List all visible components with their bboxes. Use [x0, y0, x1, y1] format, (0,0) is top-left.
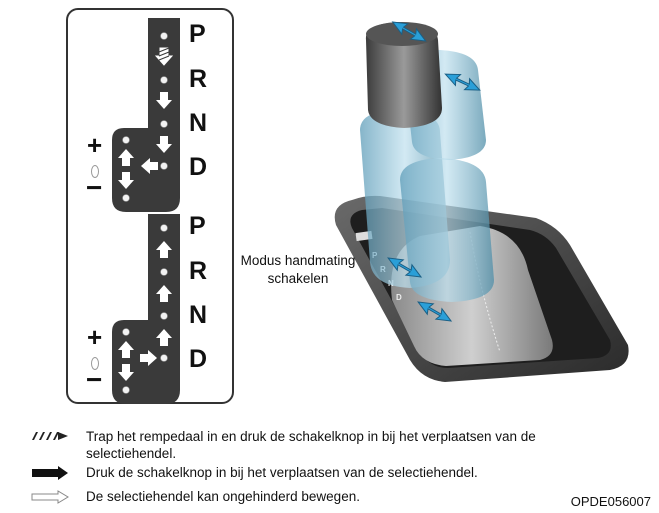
manual-down-arrow-icon [118, 172, 134, 189]
manual-up-arrow-icon [118, 341, 134, 358]
gear-knob [365, 22, 442, 128]
oval-marker-lower [91, 357, 99, 370]
plus-sign-lower: + [87, 322, 103, 352]
ghost-knob-center [400, 158, 494, 302]
gear-r-lower: R [189, 257, 208, 285]
hatched-down-arrow-icon [154, 47, 174, 66]
gear-p-upper: P [189, 20, 206, 48]
manual-down-arrow-icon [118, 364, 134, 381]
left-arrow-icon [141, 158, 158, 174]
gear-d-lower: D [189, 345, 208, 373]
legend-text-hatched: Trap het rempedaal in en druk de schakel… [86, 429, 536, 461]
hatched-arrow-icon [32, 432, 68, 440]
gear-d-upper: D [189, 153, 208, 181]
legend-text-solid: Druk de schakelknop in bij het verplaats… [86, 465, 478, 480]
plus-sign-upper: + [87, 130, 103, 160]
figure-code: OPDE056007 [570, 494, 651, 509]
callout-line-2: schakelen [267, 271, 329, 286]
gear-r-upper: R [189, 65, 208, 93]
svg-text:D: D [396, 293, 402, 302]
gear-n-upper: N [189, 109, 208, 137]
gear-p-lower: P [189, 212, 206, 240]
gear-n-lower: N [189, 301, 208, 329]
manual-mode-callout: Modus handmating schakelen [237, 252, 359, 288]
down-arrow-icons [156, 92, 172, 153]
up-arrow-icons [156, 241, 172, 346]
minus-sign-upper: − [86, 172, 103, 203]
outline-arrow-icon [31, 490, 69, 504]
solid-arrow-icon [32, 466, 68, 480]
right-arrow-icon [140, 350, 157, 366]
minus-sign-lower: − [86, 364, 103, 395]
manual-up-arrow-icon [118, 149, 134, 166]
callout-line-1: Modus handmating [240, 253, 356, 268]
legend-text-outline: De selectiehendel kan ongehinderd bewege… [86, 489, 360, 504]
oval-marker-upper [91, 165, 99, 178]
blue-direction-arrows [387, 21, 481, 322]
